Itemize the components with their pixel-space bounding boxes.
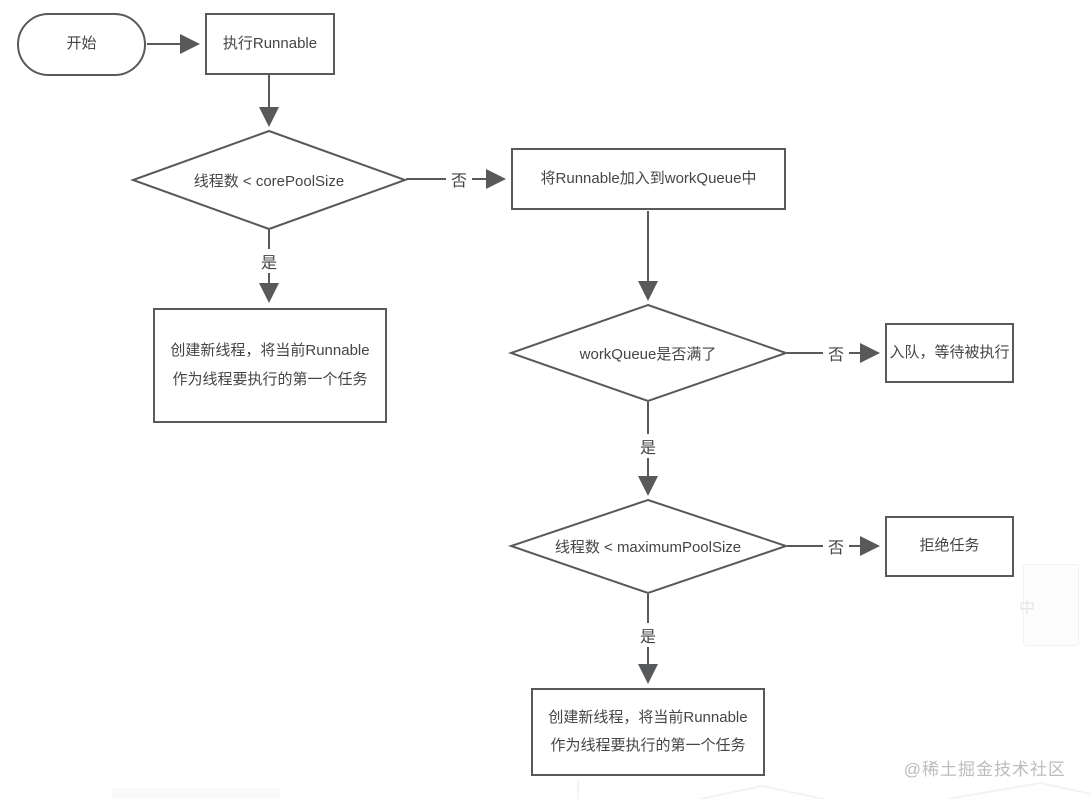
edge-label-yes-full: 是 xyxy=(635,434,661,458)
node-check-max-pool-label: 线程数 < maximumPoolSize xyxy=(554,538,742,556)
node-check-queue-full-label: workQueue是否满了 xyxy=(579,345,717,363)
diamond-check-core-pool xyxy=(130,129,408,231)
node-start: 开始 xyxy=(17,13,146,76)
node-create-thread-bottom: 创建新线程，将当前Runnable作为线程要执行的第一个任务 xyxy=(531,688,765,776)
node-reject-task: 拒绝任务 xyxy=(885,516,1014,577)
edge-label-yes-core: 是 xyxy=(256,249,282,273)
diamond-check-max-pool xyxy=(507,498,790,595)
edge-label-no-full: 否 xyxy=(823,341,849,365)
ghost-box xyxy=(1023,564,1079,646)
ghost-strokes xyxy=(112,781,1091,799)
edge-label-no-max: 否 xyxy=(823,534,849,558)
watermark-text: @稀土掘金技术社区 xyxy=(903,760,1066,779)
node-add-to-work-queue: 将Runnable加入到workQueue中 xyxy=(511,148,786,210)
ghost-character: 中 xyxy=(1019,600,1036,617)
edge-label-yes-max: 是 xyxy=(635,623,661,647)
diamond-check-queue-full xyxy=(507,303,790,403)
node-exec-runnable: 执行Runnable xyxy=(205,13,335,75)
edge-label-no-core: 否 xyxy=(446,167,472,191)
node-check-core-pool-label: 线程数 < corePoolSize xyxy=(193,172,345,190)
node-enqueue-wait: 入队，等待被执行 xyxy=(885,323,1014,383)
node-create-thread-left: 创建新线程，将当前Runnable作为线程要执行的第一个任务 xyxy=(153,308,387,423)
